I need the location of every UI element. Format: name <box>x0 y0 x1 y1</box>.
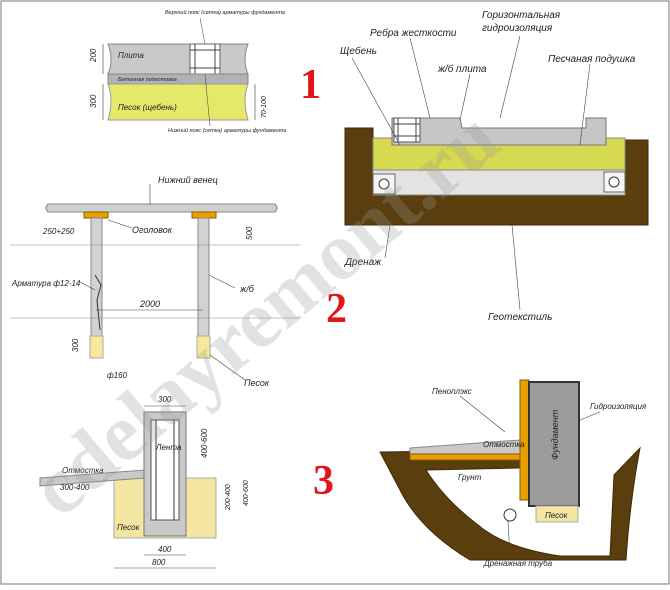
head-left <box>83 211 109 219</box>
found-sand <box>535 505 579 523</box>
dim-diameter: ф160 <box>107 371 128 380</box>
label-tape: Лента <box>155 443 182 452</box>
head-right <box>191 211 217 219</box>
annotation-bottom-rebar: Нижний пояс (сетка) арматуры фундамента <box>168 127 286 134</box>
diagram-1: 200 300 70-100 Плита Бетонная подготовка… <box>89 9 286 134</box>
label-drainage: Дренаж <box>344 257 382 268</box>
diagram-foundation-insulation: Пеноплэкс Гидроизоляция Отмостка Фундаме… <box>379 379 647 568</box>
label-horizontal-waterproofing-1: Горизонтальная <box>482 10 561 21</box>
penoplex-horizontal <box>409 453 521 461</box>
label-blind-area-found: Отмостка <box>483 440 525 449</box>
dim-200: 200 <box>89 48 98 63</box>
label-rc-slab: ж/б плита <box>437 63 487 75</box>
dim-250-250: 250+250 <box>42 227 75 236</box>
label-sand-3: Песок <box>117 523 141 532</box>
label-drain-pipe: Дренажная труба <box>483 559 553 568</box>
sand-base-right <box>196 335 211 359</box>
section-number-2: 2 <box>326 286 347 332</box>
label-head: Оголовок <box>132 225 173 235</box>
label-geotextile: Геотекстиль <box>488 312 552 323</box>
drain-pipe-left-icon <box>378 178 390 190</box>
dim-300-400: 300-400 <box>60 483 90 492</box>
label-gravel: Щебень <box>340 45 377 57</box>
label-foundation: Фундамент <box>550 409 560 460</box>
annotation-top-rebar: Верхний пояс (сетка) арматуры фундамента <box>165 9 285 16</box>
dim-2000: 2000 <box>139 299 160 309</box>
dim-70-100: 70-100 <box>261 96 268 118</box>
diagram-2: 2000 250+250 500 300 ф160 Нижний венец О… <box>10 175 300 388</box>
lower-crown-beam <box>45 203 278 213</box>
dim-400-600-bottom: 400-600 <box>243 480 250 506</box>
label-rebar: Арматура ф12-14 <box>11 279 81 288</box>
label-waterproofing: Гидроизоляция <box>590 402 647 411</box>
section-number-1: 1 <box>300 62 321 108</box>
label-sand-cushion: Песчаная подушка <box>548 54 636 65</box>
label-concrete-prep: Бетонная подготовка <box>118 77 177 83</box>
sand-layer <box>107 83 249 121</box>
label-lower-crown: Нижний венец <box>158 175 218 185</box>
drain-pipe-right-icon <box>608 176 620 188</box>
gravel-layer <box>372 169 626 196</box>
drain-pipe-icon <box>503 508 517 522</box>
label-horizontal-waterproofing-2: гидроизоляция <box>482 23 553 34</box>
rc-slab <box>391 117 607 146</box>
dim-300-pile: 300 <box>71 338 80 352</box>
section-number-3: 3 <box>313 458 334 504</box>
diagram-3: 300 Лента 400-600 Отмостка 300-400 200-4… <box>39 395 250 569</box>
sand-base-left <box>89 335 104 359</box>
rebar-line <box>94 274 102 331</box>
dim-300: 300 <box>89 94 98 108</box>
label-sand-found: Песок <box>545 511 569 520</box>
label-ribs: Ребра жесткости <box>370 27 457 39</box>
dim-300-top: 300 <box>158 395 172 404</box>
label-rc: ж/б <box>239 284 255 294</box>
dim-800: 800 <box>152 558 166 567</box>
dim-400: 400 <box>158 545 172 554</box>
diagram-slab-on-ground: Ребра жесткости Горизонтальная гидроизол… <box>340 10 649 323</box>
foundation-block <box>528 381 580 507</box>
dim-400-600-tape: 400-600 <box>200 428 209 458</box>
label-slab: Плита <box>118 51 144 60</box>
label-blind-area-3: Отмостка <box>62 466 104 475</box>
label-soil: Грунт <box>458 473 482 482</box>
dim-200-400: 200-400 <box>225 484 232 511</box>
soil-3 <box>379 446 641 561</box>
label-sand: Песок (щебень) <box>118 103 177 112</box>
label-sand-pile: Песок <box>244 378 270 388</box>
label-penoplex: Пеноплэкс <box>432 387 472 396</box>
dim-500: 500 <box>245 226 254 240</box>
